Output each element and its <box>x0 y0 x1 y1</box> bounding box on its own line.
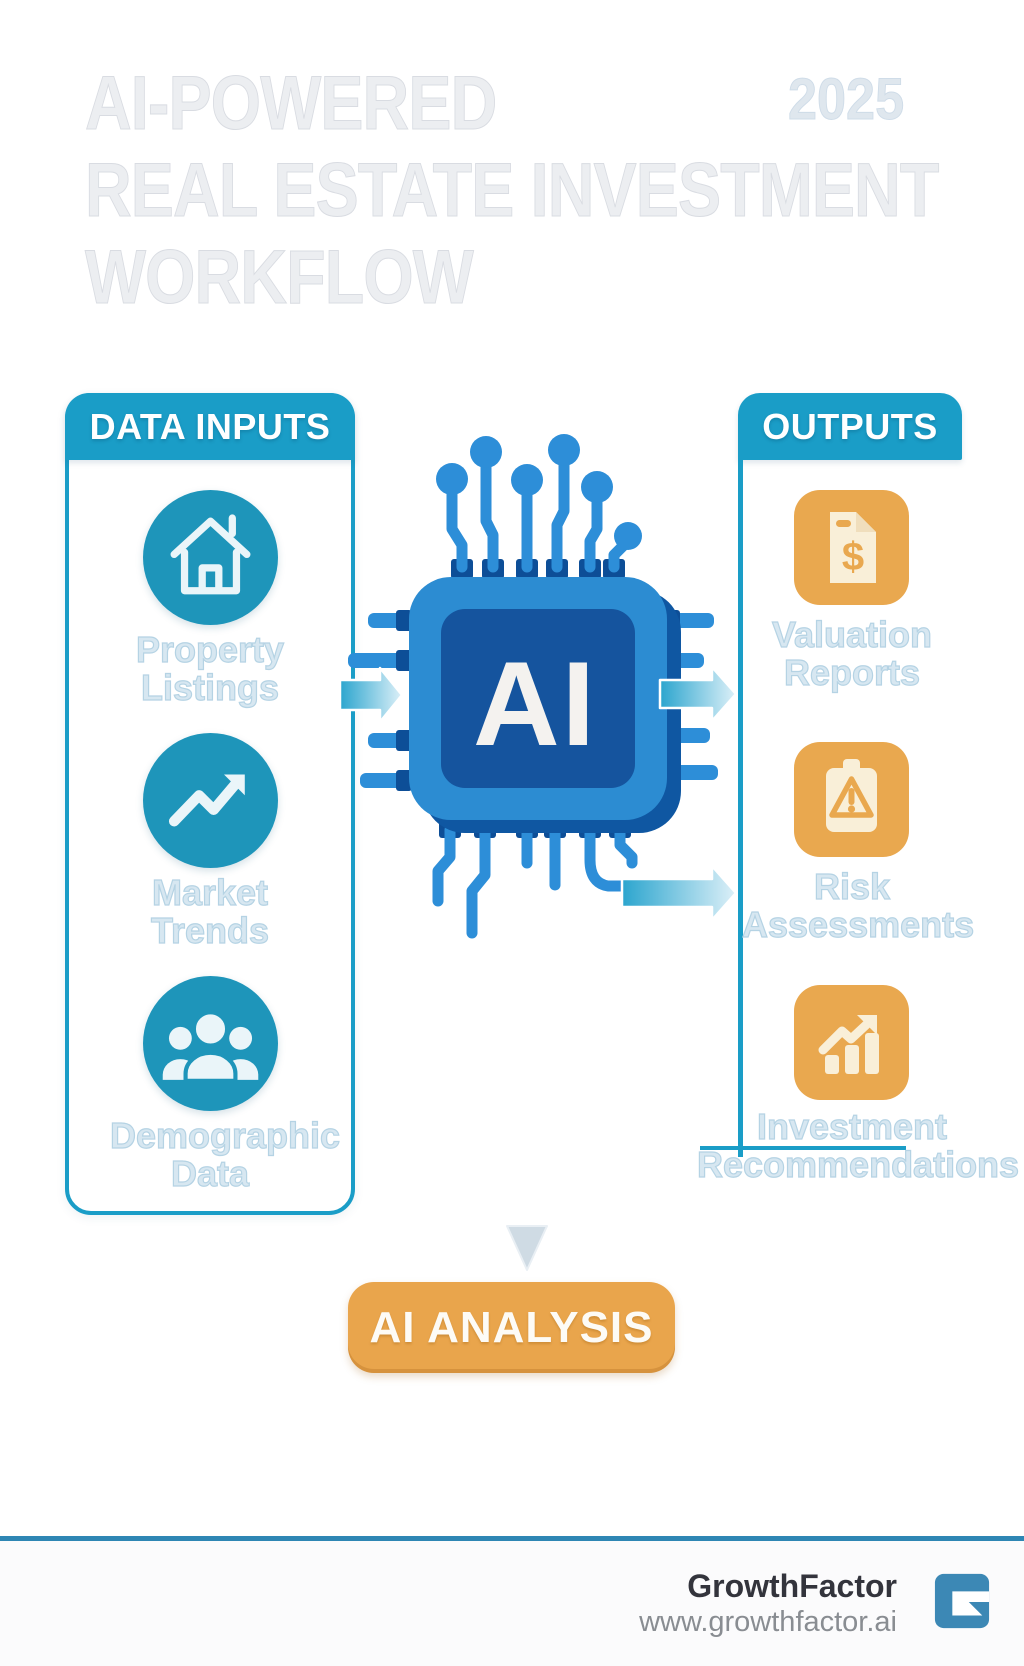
trend-up-icon <box>142 733 278 868</box>
arrow-chip-to-risk <box>620 864 738 922</box>
outputs-header: OUTPUTS <box>738 393 962 460</box>
footer-website-link[interactable]: www.growthfactor.ai <box>639 1606 897 1638</box>
outputs-panel-bottom-border <box>700 1146 906 1150</box>
arrow-chip-to-valuation <box>658 665 738 723</box>
ai-analysis-button[interactable]: AI ANALYSIS <box>348 1282 675 1373</box>
dollar-glyph: $ <box>842 535 864 579</box>
footer-background <box>0 1541 1024 1666</box>
input-label-demographic-data: Demographic Data <box>109 1115 341 1194</box>
chip-label: AI <box>473 637 597 771</box>
title-line-3: WORKFLOW <box>85 235 475 320</box>
title-year: 2025 <box>788 67 905 133</box>
dollar-document-icon: $ <box>794 490 909 605</box>
title-line-2: REAL ESTATE INVESTMENT <box>85 148 940 233</box>
warning-clipboard-icon <box>794 742 909 857</box>
growthfactor-g-logo <box>934 1573 990 1629</box>
footer-brand-name: GrowthFactor <box>687 1568 897 1604</box>
output-label-risk-assessments: Risk Assessments <box>741 866 975 945</box>
output-label-investment-recommendations: Investment Recommendations <box>696 1106 1020 1185</box>
input-item-market-trends <box>65 733 355 868</box>
input-item-demographic-data <box>65 976 355 1111</box>
input-label-property-listings: Property Listings <box>135 629 285 708</box>
growth-chart-icon <box>794 985 909 1100</box>
footer-divider <box>0 1536 1024 1541</box>
arrow-chip-to-analysis <box>506 875 548 1271</box>
outputs-panel-border <box>738 458 743 1157</box>
input-item-property-listings <box>65 490 355 625</box>
arrow-inputs-to-chip <box>338 666 404 724</box>
title-line-1: AI-POWERED <box>85 61 498 146</box>
data-inputs-header: DATA INPUTS <box>65 393 355 460</box>
output-label-valuation-reports: Valuation Reports <box>771 614 933 693</box>
people-icon <box>142 976 278 1111</box>
input-label-market-trends: Market Trends <box>150 872 270 951</box>
house-icon <box>142 490 278 625</box>
ai-chip-illustration: AI <box>348 434 718 939</box>
